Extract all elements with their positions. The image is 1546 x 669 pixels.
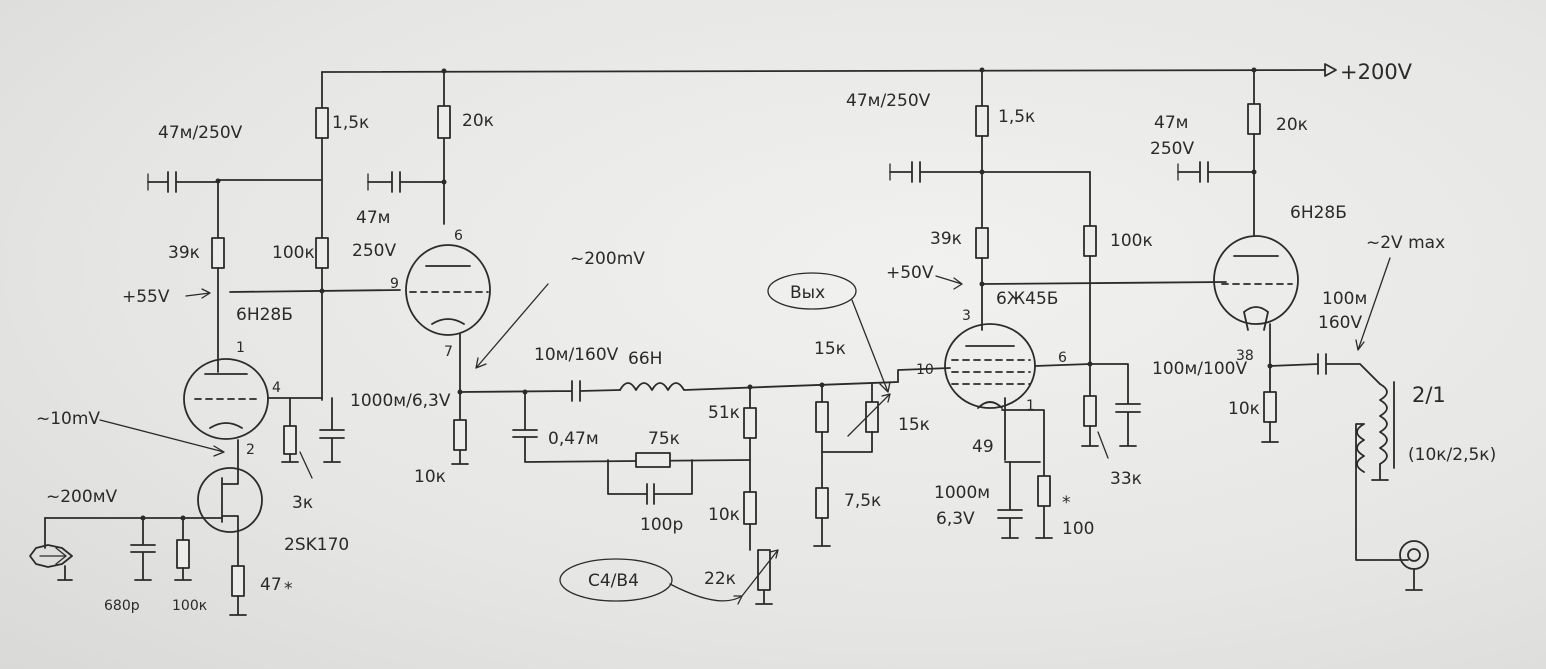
- r-100k-in-label: 100к: [172, 598, 207, 614]
- pentode-label: 6Ж45Б: [996, 289, 1058, 309]
- r-20k-b-label: 20к: [1276, 115, 1308, 135]
- cap-47u-d-top-label: 47м: [1154, 113, 1188, 133]
- cap-47u-b-top-label: 47м: [356, 208, 390, 228]
- output-transformer: [1355, 381, 1429, 591]
- pin-38-label: 38: [1236, 348, 1254, 364]
- cap-47u-c-label: 47м/250V: [846, 91, 931, 111]
- fet-2sk170: [187, 467, 263, 616]
- r-3k-label: 3к: [292, 493, 313, 513]
- r-100-label: 100: [1062, 519, 1094, 539]
- stage2-anode: [367, 70, 451, 225]
- tube-right-label: 6H28Б: [1290, 203, 1347, 223]
- r-1k5-b-label: 1,5к: [998, 107, 1035, 127]
- pin-49-label: 49: [972, 437, 994, 457]
- choke-66h-label: 66Н: [628, 349, 662, 369]
- r-100-star: *: [1062, 493, 1071, 513]
- r-39k-a-label: 39к: [168, 243, 200, 263]
- pin-1-label: 1: [236, 340, 245, 356]
- r-47-star: *: [284, 579, 293, 599]
- annotation-arrows: [99, 257, 1391, 605]
- cap-100p-label: 100р: [640, 515, 683, 535]
- pin-7-label: 7: [444, 344, 453, 360]
- interstage-signal-label: ~200mV: [570, 249, 645, 269]
- r-100k-a-label: 100к: [272, 243, 315, 263]
- input-signal-label: ~200мV: [46, 487, 118, 507]
- interstage-network: [459, 380, 899, 605]
- pentode-anode-network: [889, 69, 1227, 365]
- cap-1000u-b-bottom-label: 6,3V: [936, 509, 975, 529]
- fet-label: 2SK170: [284, 535, 349, 555]
- r-51k-label: 51к: [708, 403, 740, 423]
- r-10k-out-label: 10к: [1228, 399, 1260, 419]
- stage1-cathode-network: [281, 397, 345, 479]
- r-75k-label: 75к: [648, 429, 680, 449]
- r-100k-b-label: 100к: [1110, 231, 1153, 251]
- cap-100u-100v-label: 100м/100V: [1152, 359, 1247, 379]
- transformer-impedance-label: (10к/2,5к): [1408, 445, 1496, 465]
- pin-3-label: 3: [962, 308, 971, 324]
- pin-6b-label: 6: [1058, 350, 1067, 366]
- supply-voltage-label: +200V: [1340, 60, 1413, 84]
- r-39k-b-label: 39к: [930, 229, 962, 249]
- r-10k-div-label: 10к: [708, 505, 740, 525]
- grid-divider: [813, 367, 951, 547]
- pin-10-label: 10: [916, 362, 934, 378]
- pin-6a-label: 6: [454, 228, 463, 244]
- cap-047u-label: 0,47м: [548, 429, 599, 449]
- output-anode: [1177, 69, 1261, 237]
- pot-15k-label: 15к: [898, 415, 930, 435]
- cap-47u-250v-a-label: 47м/250V: [158, 123, 243, 143]
- out-signal-label: ~2V max: [1366, 233, 1445, 253]
- pentode-6zh45b: [944, 323, 1093, 539]
- r-10k-cf-label: 10к: [414, 467, 446, 487]
- r-7k5-label: 7,5к: [844, 491, 881, 511]
- amp1-signal-label: ~10mV: [36, 409, 100, 429]
- input-network: [29, 515, 192, 581]
- pin-9-label: 9: [390, 276, 399, 292]
- r-20k-a-label: 20к: [462, 111, 494, 131]
- triode-1: [183, 358, 323, 471]
- r-33k-label: 33к: [1110, 469, 1142, 489]
- triode-3: [1213, 235, 1381, 443]
- cap-47u-b-bottom-label: 250V: [352, 241, 396, 261]
- cap-1000u-b-top-label: 1000м: [934, 483, 990, 503]
- pot-22k-label: 22к: [704, 569, 736, 589]
- pentode-voltage-label: +50V: [886, 263, 934, 283]
- cap-10u-160v-label: 10м/160V: [534, 345, 619, 365]
- stage1-supply-filter: [147, 107, 401, 401]
- c4b4-tag: C4/B4: [588, 571, 639, 591]
- cap-1000u-a-label: 1000м/6,3V: [350, 391, 451, 411]
- pentode-screen-network: [1081, 363, 1141, 459]
- r-1k5-a-label: 1,5к: [332, 113, 369, 133]
- stage1-voltage-label: +55V: [122, 287, 170, 307]
- cap-680p-label: 680р: [104, 598, 140, 614]
- tube-left-label: 6H28Б: [236, 305, 293, 325]
- supply-rail: [321, 63, 1337, 109]
- out-tag: Вых: [790, 283, 825, 303]
- pin-1b-label: 1: [1026, 398, 1035, 414]
- cap-100u-160v-bottom-label: 160V: [1318, 313, 1362, 333]
- r-47-label: 47: [260, 575, 282, 595]
- cap-100u-160v-top-label: 100м: [1322, 289, 1367, 309]
- pin-2-label: 2: [246, 442, 255, 458]
- cap-47u-d-bottom-label: 250V: [1150, 139, 1194, 159]
- pin-4-label: 4: [272, 380, 281, 396]
- transformer-ratio-label: 2/1: [1412, 383, 1446, 407]
- r-15k-a-label: 15к: [814, 339, 846, 359]
